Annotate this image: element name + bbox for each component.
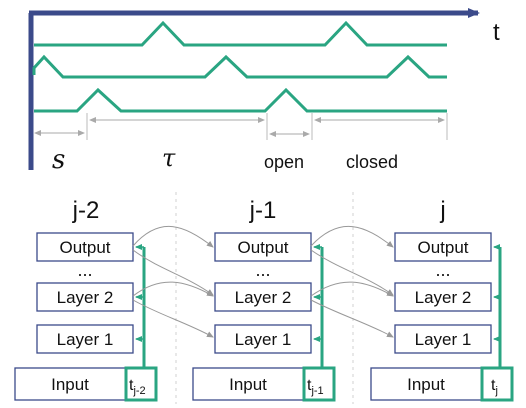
oscillation-wave-top xyxy=(34,20,447,47)
connection-arrow xyxy=(310,249,394,296)
input-node xyxy=(14,367,127,401)
time-input-label: tj-1 xyxy=(307,377,324,397)
layer2-node xyxy=(394,282,492,312)
input-node-label: Input xyxy=(407,375,445,394)
connection-arrow xyxy=(132,225,214,248)
layer2-node-label: Layer 2 xyxy=(415,288,472,307)
interval-tau-label: τ xyxy=(162,144,176,172)
column-header: j-1 xyxy=(249,197,277,224)
layer1-node-label: Layer 1 xyxy=(57,330,114,349)
time-input-label: tj-2 xyxy=(129,377,146,397)
layer1-node xyxy=(214,324,312,354)
connection-arrow xyxy=(132,249,214,296)
column-j-2: j-2 Output ... Layer 2 Layer 1 Input tj-… xyxy=(14,197,158,402)
layer1-node xyxy=(394,324,492,354)
input-node xyxy=(370,367,483,401)
input-node-label: Input xyxy=(51,375,89,394)
time-input-box xyxy=(124,366,158,402)
time-axis-label: t xyxy=(493,19,500,46)
time-input-box xyxy=(480,366,514,402)
time-input-subscript: j-2 xyxy=(132,385,145,397)
column-j: j Output ... Layer 2 Layer 1 Input tj xyxy=(370,197,514,402)
layer1-node-label: Layer 1 xyxy=(415,330,472,349)
recurrent-connections xyxy=(132,225,394,338)
connection-arrow xyxy=(310,225,394,248)
layer2-node-label: Layer 2 xyxy=(57,288,114,307)
column-header: j-2 xyxy=(72,197,100,224)
time-input-base: t xyxy=(129,377,134,394)
connection-arrow xyxy=(310,299,394,338)
connection-arrow xyxy=(132,299,214,338)
oscillation-wave-bottom xyxy=(34,87,447,113)
input-node-label: Input xyxy=(229,375,267,394)
time-input-subscript: j xyxy=(494,385,497,397)
ellipsis-label: ... xyxy=(435,260,450,280)
timeline: t s τ open closed xyxy=(28,8,500,175)
time-input-base: t xyxy=(491,377,496,394)
output-node xyxy=(394,232,492,262)
ellipsis-label: ... xyxy=(77,260,92,280)
interval-open-label: open xyxy=(264,152,304,172)
interval-s-label: s xyxy=(52,145,65,175)
output-node-label: Output xyxy=(237,238,288,257)
column-j-1: j-1 Output ... Layer 2 Layer 1 Input tj-… xyxy=(192,197,336,402)
column-header: j xyxy=(439,197,445,224)
time-input-subscript: j-1 xyxy=(310,385,323,397)
ellipsis-label: ... xyxy=(255,260,270,280)
layer2-node-label: Layer 2 xyxy=(235,288,292,307)
layer2-node xyxy=(36,282,134,312)
time-input-label: tj xyxy=(491,377,498,397)
oscillation-wave-middle xyxy=(32,54,447,79)
time-input-base: t xyxy=(307,377,312,394)
output-node xyxy=(36,232,134,262)
output-node xyxy=(214,232,312,262)
layer2-node xyxy=(214,282,312,312)
interval-closed-label: closed xyxy=(346,152,398,172)
connection-arrow xyxy=(132,281,214,297)
layer1-node-label: Layer 1 xyxy=(235,330,292,349)
output-node-label: Output xyxy=(417,238,468,257)
output-node-label: Output xyxy=(59,238,110,257)
layer1-node xyxy=(36,324,134,354)
time-input-box xyxy=(302,366,336,402)
connection-arrow xyxy=(310,281,394,297)
